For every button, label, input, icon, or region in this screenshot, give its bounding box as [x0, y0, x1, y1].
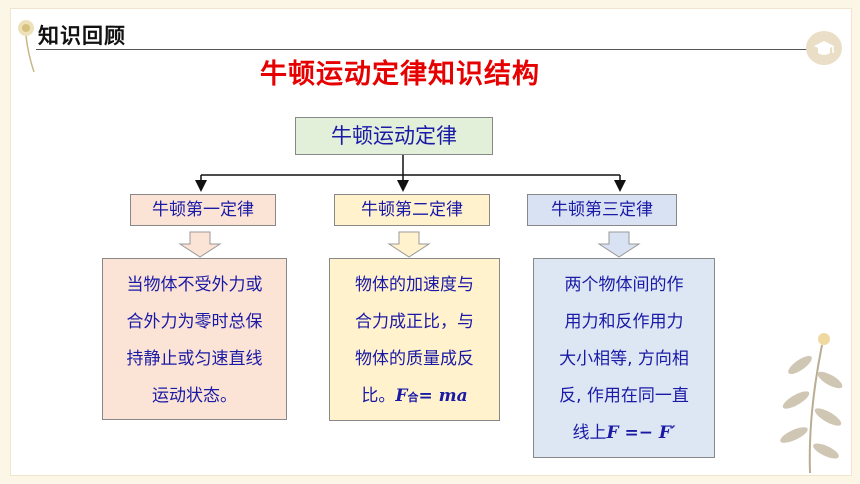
description-line: 当物体不受外力或 [126, 275, 263, 295]
law-node-first: 牛顿第一定律 [130, 194, 276, 226]
law-description-third: 两个物体间的作 用力和反作用力 大小相等, 方向相 反, 作用在同一直 线上F … [533, 258, 715, 458]
formula-force: F [395, 386, 408, 406]
description-line: 两个物体间的作 [564, 275, 684, 295]
formula-equation: = ma [418, 386, 468, 406]
dandelion-icon [18, 20, 35, 73]
description-line: 物体的质量成反 [355, 349, 474, 369]
description-line: 大小相等, 方向相 [559, 349, 689, 369]
formula-prefix: 线上 [572, 423, 607, 443]
diagram-title: 牛顿运动定律知识结构 [260, 59, 540, 90]
law-description-second: 物体的加速度与 合力成正比，与 物体的质量成反 比。F合= ma [329, 258, 500, 421]
down-arrow-icon-1 [178, 231, 222, 258]
root-node: 牛顿运动定律 [295, 117, 493, 155]
plant-icon [780, 333, 843, 474]
formula-equation: F =− F′ [606, 423, 676, 443]
description-line: 运动状态。 [152, 386, 237, 406]
formula-prefix: 比。 [361, 386, 396, 406]
law-node-second: 牛顿第二定律 [334, 194, 490, 226]
formula-subscript: 合 [407, 391, 419, 404]
description-line: 用力和反作用力 [564, 312, 684, 332]
description-line: 合外力为零时总保 [126, 312, 263, 332]
law-description-first: 当物体不受外力或 合外力为零时总保 持静止或匀速直线 运动状态。 [102, 258, 287, 420]
description-line: 物体的加速度与 [355, 275, 474, 295]
description-line: 反, 作用在同一直 [559, 386, 689, 406]
law-node-third: 牛顿第三定律 [527, 194, 677, 226]
header-divider [36, 49, 816, 50]
down-arrow-icon-2 [387, 231, 431, 258]
graduation-cap-icon [806, 31, 842, 65]
description-line-formula: 比。F合= ma [334, 378, 495, 416]
header-title: 知识回顾 [38, 24, 126, 48]
description-line: 持静止或匀速直线 [126, 349, 263, 369]
description-line-formula: 线上F =− F′ [538, 415, 710, 452]
down-arrow-icon-3 [597, 231, 641, 258]
description-line: 合力成正比，与 [355, 312, 474, 332]
